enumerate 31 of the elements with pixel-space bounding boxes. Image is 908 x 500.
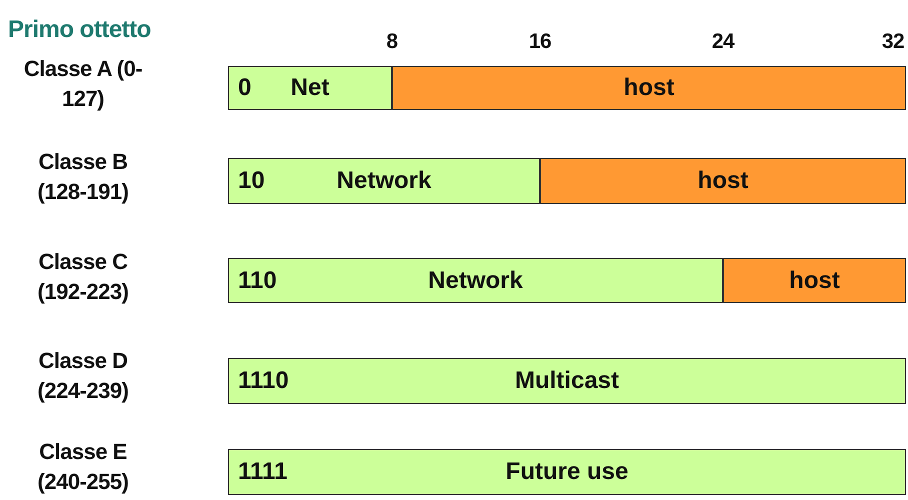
- field-label: host: [624, 74, 674, 102]
- field-label: host: [698, 167, 748, 195]
- bit-field-segment: [392, 66, 906, 110]
- bit-field-segment: [228, 358, 906, 404]
- bit-field-segment: [228, 258, 723, 303]
- prefix-bits: 1111: [238, 458, 288, 486]
- class-label: Classe B (128-191): [36, 148, 130, 206]
- field-label: Net: [290, 74, 330, 102]
- bit-position-label: 16: [528, 30, 552, 54]
- class-label: Classe C (192-223): [36, 248, 130, 306]
- bit-position-label: 24: [712, 30, 734, 54]
- field-label: host: [789, 266, 840, 294]
- prefix-bits: 1110: [238, 367, 289, 395]
- prefix-bits: 10: [238, 167, 265, 195]
- bit-field-segment: [540, 158, 906, 204]
- field-label: Multicast: [514, 367, 619, 395]
- field-label: Network: [336, 167, 432, 195]
- bit-field-segment: [228, 449, 906, 495]
- bit-position-label: 32: [882, 30, 904, 54]
- prefix-bits: 110: [238, 266, 277, 294]
- class-label: Classe D (224-239): [36, 347, 130, 405]
- bit-field-segment: [723, 258, 906, 303]
- bit-position-label: 8: [386, 30, 398, 54]
- class-label: Classe E (240-255): [36, 438, 130, 496]
- field-label: Network: [428, 266, 523, 294]
- title: Primo ottetto: [8, 16, 151, 44]
- bit-field-segment: [228, 158, 540, 204]
- field-label: Future use: [506, 458, 628, 486]
- class-label: Classe A (0-127): [22, 55, 144, 113]
- bit-field-segment: [228, 66, 392, 110]
- prefix-bits: 0: [238, 74, 252, 102]
